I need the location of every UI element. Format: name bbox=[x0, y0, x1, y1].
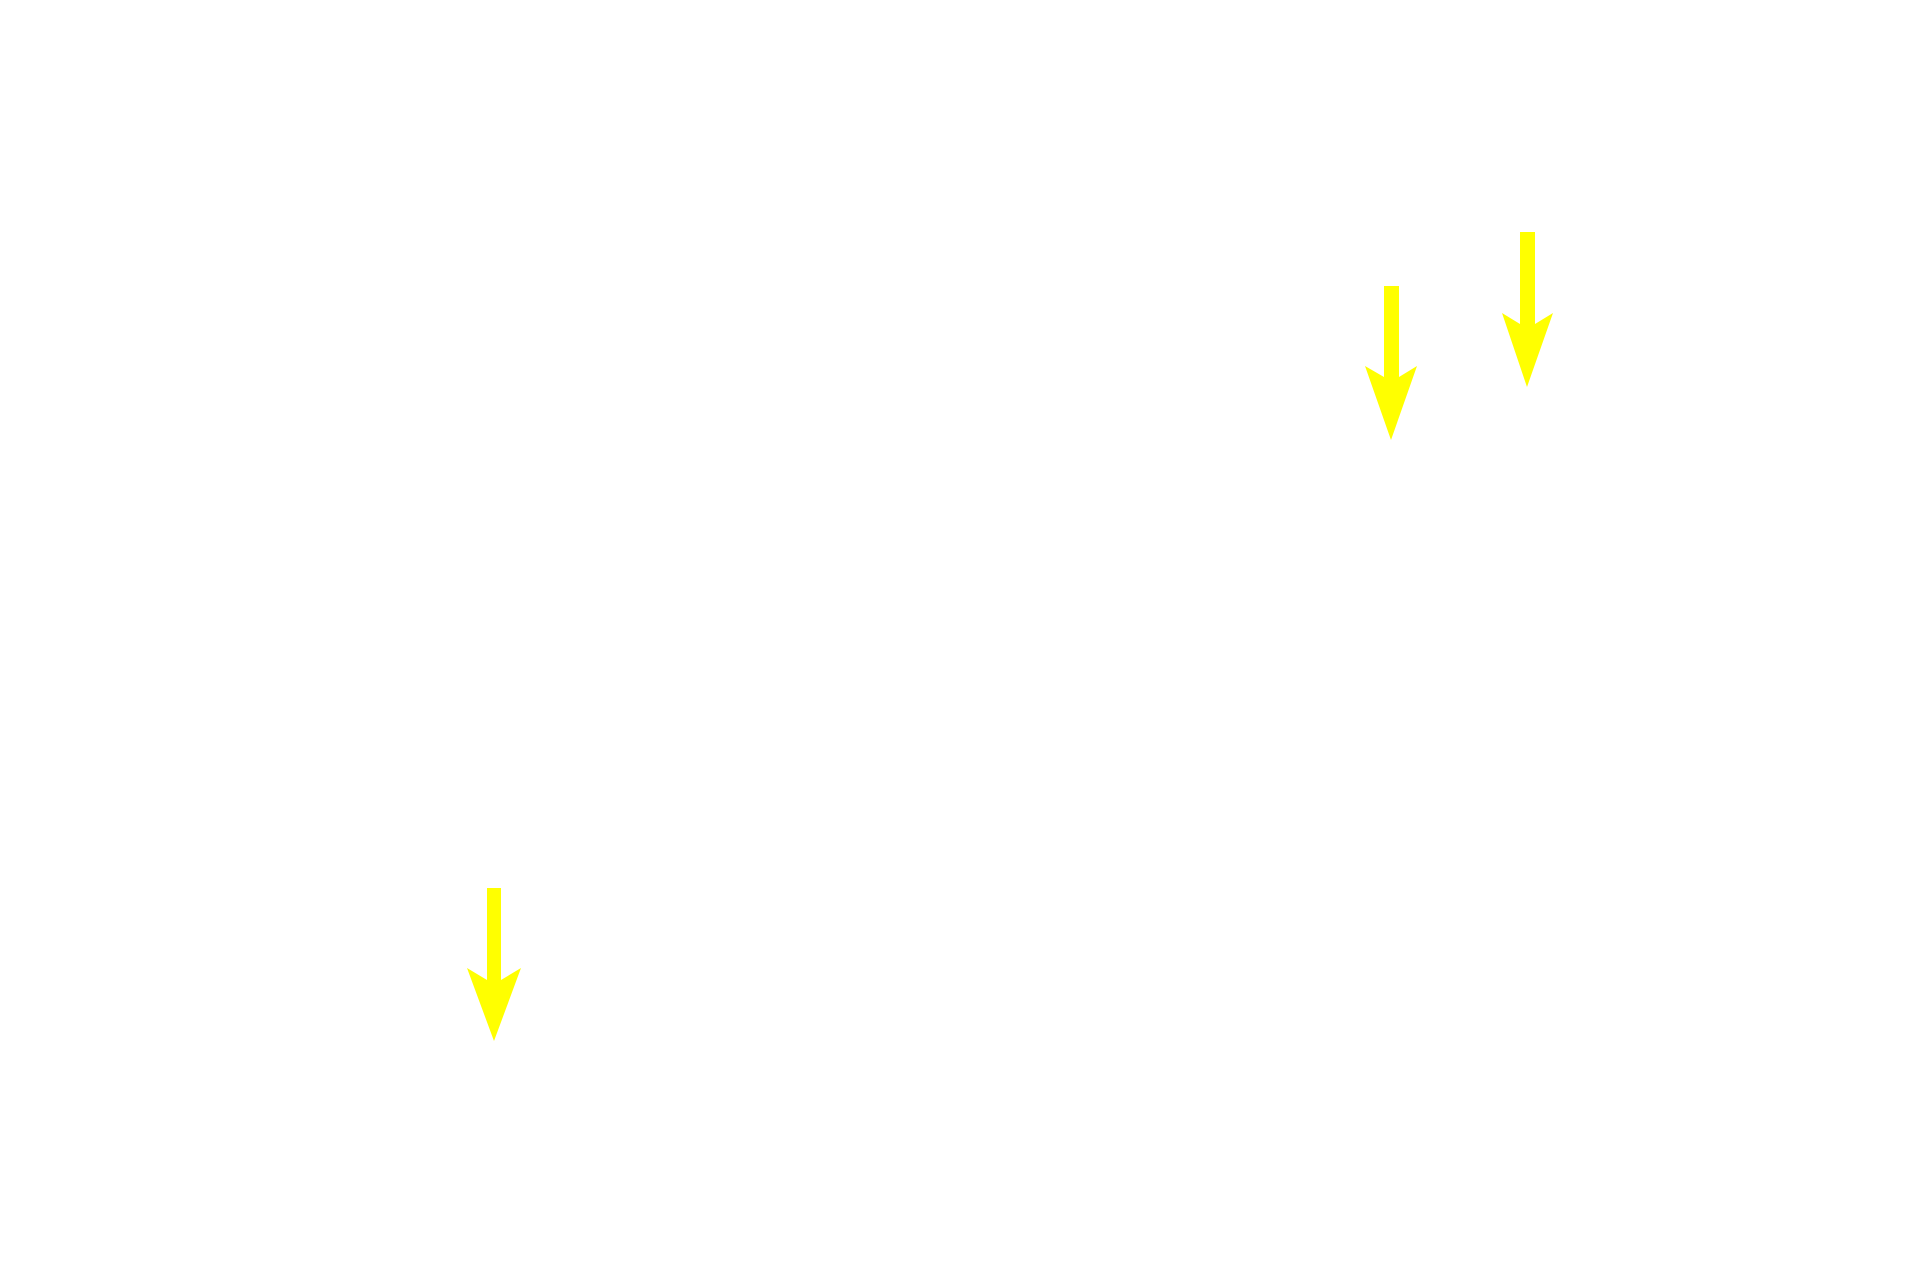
arrow-down-icon bbox=[467, 888, 521, 1041]
arrow-down-icon bbox=[1365, 286, 1417, 440]
arrow-down-icon bbox=[1502, 232, 1553, 387]
